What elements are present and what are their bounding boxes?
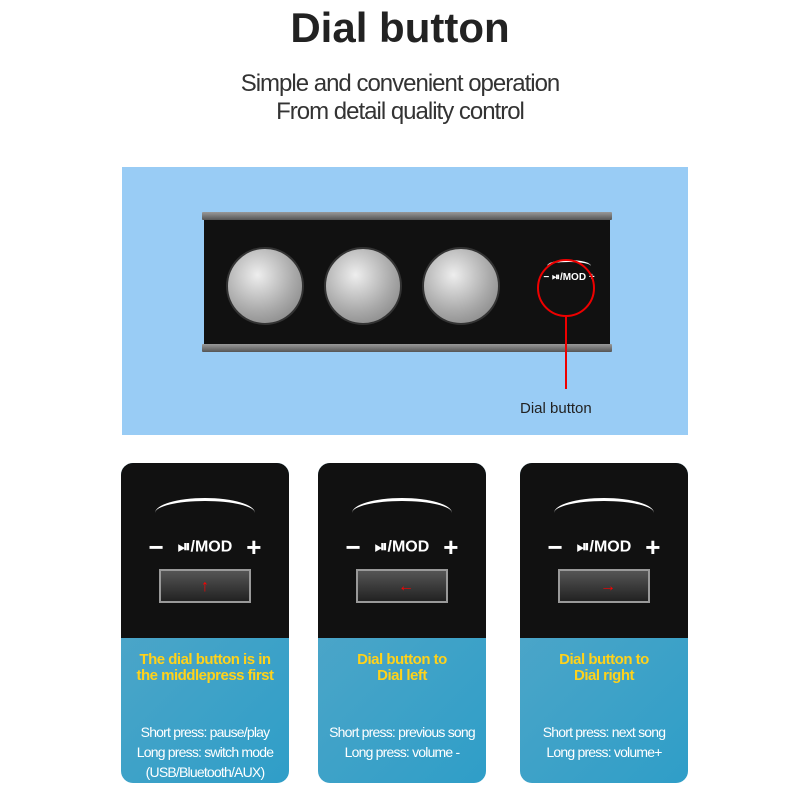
card-desc-line: Short press: pause/play: [140, 724, 270, 740]
rotation-arc-icon: [155, 498, 255, 528]
dial-marking: ⏯/MOD: [177, 538, 233, 556]
dial-marking: ⏯/MOD: [576, 538, 632, 556]
card-heading-line: the middlepress first: [136, 667, 274, 684]
direction-arrow-icon: ↑: [201, 578, 209, 595]
rotation-arc-icon: [352, 498, 452, 528]
card-heading-line: Dial button to: [357, 651, 447, 668]
device-face: − ⏯/MOD +: [204, 220, 610, 344]
bottom-rail: [202, 344, 612, 352]
dial-button-closeup: →: [558, 569, 650, 603]
card-desc-line: Long press: switch mode: [136, 744, 274, 760]
device-image: − ⏯/MOD +: [202, 212, 612, 352]
product-panel: − ⏯/MOD + Dial button: [122, 167, 688, 435]
top-rail: [202, 212, 612, 220]
knob-2: [324, 247, 402, 325]
knob-1: [226, 247, 304, 325]
page-title: Dial button: [290, 4, 510, 51]
card-desc-line: Long press: volume -: [344, 744, 461, 760]
callout-circle: [537, 259, 595, 317]
card-illustration: −⏯/MOD + ↑: [121, 463, 289, 638]
card-desc-line: Long press: volume+: [546, 744, 662, 760]
callout-label: Dial button: [520, 400, 592, 417]
card-heading-line: The dial button is in: [139, 651, 271, 668]
card-desc-line: Short press: next song: [542, 724, 666, 740]
card-illustration: −⏯/MOD + →: [520, 463, 688, 638]
callout-line: [565, 317, 567, 389]
rotation-arc-icon: [554, 498, 654, 528]
plus-icon: +: [645, 532, 661, 562]
minus-icon: −: [148, 532, 164, 562]
card-illustration: −⏯/MOD + ←: [318, 463, 486, 638]
card-desc-line: (USB/Bluetooth/AUX): [145, 764, 265, 780]
plus-icon: +: [246, 532, 262, 562]
card-heading-line: Dial button to: [559, 651, 649, 668]
dial-button-closeup: ←: [356, 569, 448, 603]
subtitle-line-1: Simple and convenient operation: [240, 70, 561, 97]
direction-arrow-icon: ←: [398, 578, 414, 595]
minus-icon: −: [345, 532, 361, 562]
dial-button-closeup: ↑: [159, 569, 251, 603]
knob-3: [422, 247, 500, 325]
card-desc-line: Short press: previous song: [329, 724, 476, 740]
plus-icon: +: [443, 532, 459, 562]
minus-icon: −: [547, 532, 563, 562]
dial-marking: ⏯/MOD: [374, 538, 430, 556]
card-heading-line: Dial left: [377, 667, 427, 684]
card-heading-line: Dial right: [573, 667, 635, 684]
subtitle-line-2: From detail quality control: [276, 98, 525, 125]
direction-arrow-icon: →: [600, 578, 616, 595]
